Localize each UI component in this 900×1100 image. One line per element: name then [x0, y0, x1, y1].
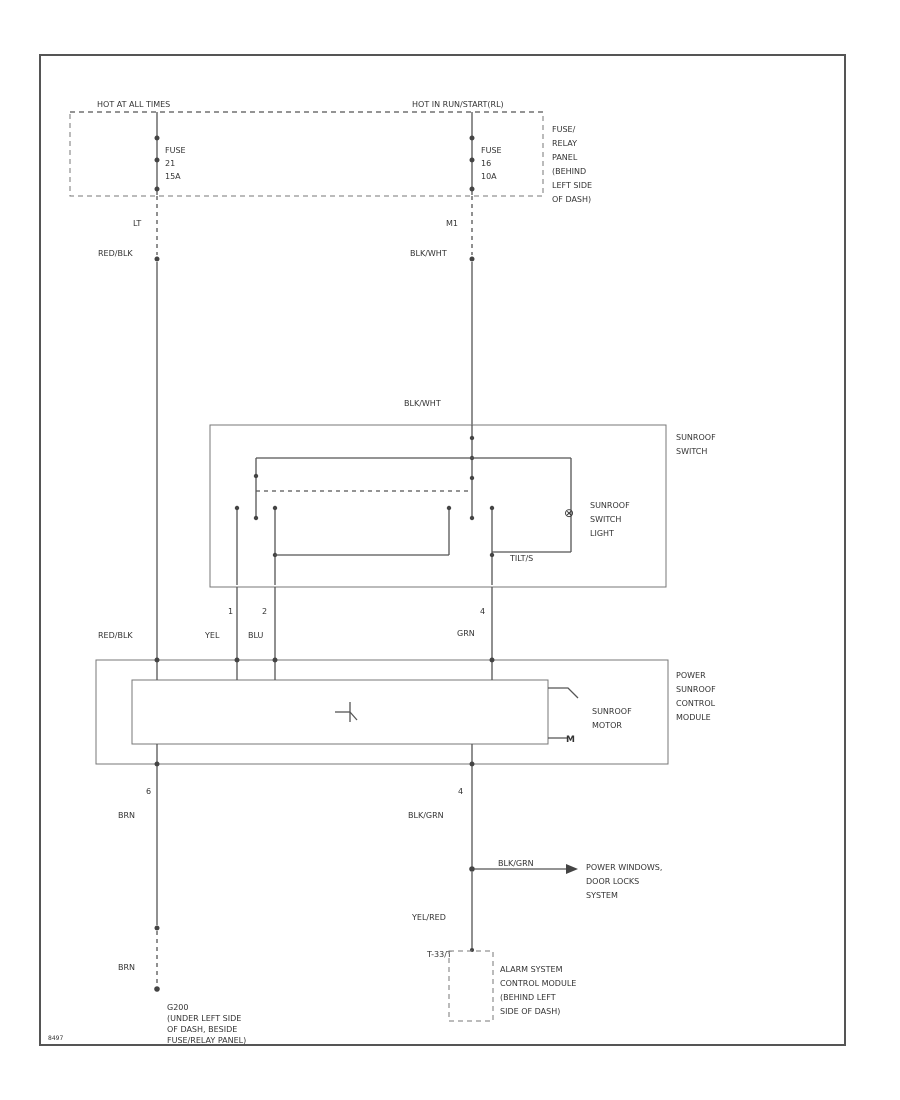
module-pins [154, 657, 495, 767]
yel-label: YEL [204, 631, 220, 640]
svg-text:RELAY: RELAY [552, 139, 577, 148]
svg-text:SWITCH: SWITCH [676, 447, 707, 456]
switch-light-lamp-icon: ⊗ [564, 506, 574, 520]
brn-top-label: BRN [118, 811, 135, 820]
fuse-16: FUSE 16 10A [469, 112, 502, 195]
control-module-label: POWER SUNROOF CONTROL MODULE [676, 671, 716, 722]
red-blk-module-label: RED/BLK [98, 631, 133, 640]
blk-wht-top-label: BLK/WHT [410, 249, 447, 258]
svg-text:OF DASH, BESIDE: OF DASH, BESIDE [167, 1025, 237, 1034]
svg-text:SIDE OF DASH): SIDE OF DASH) [500, 1007, 560, 1016]
svg-text:SWITCH: SWITCH [590, 515, 621, 524]
svg-text:SUNROOF: SUNROOF [676, 433, 716, 442]
svg-text:SYSTEM: SYSTEM [586, 891, 618, 900]
fuse-panel-label: FUSE/ RELAY PANEL (BEHIND LEFT SIDE OF D… [552, 125, 592, 204]
alarm-module-box [448, 950, 494, 1022]
svg-text:FUSE: FUSE [165, 146, 186, 155]
module-logic-icon [335, 702, 358, 722]
brn-splice [154, 925, 160, 931]
power-windows-arrow-icon [566, 864, 578, 874]
blk-wht-switch-label: BLK/WHT [404, 399, 441, 408]
pin-6-label: 6 [146, 787, 151, 796]
pin-4-label: 4 [480, 607, 485, 616]
sunroof-motor-box [131, 679, 549, 745]
svg-text:10A: 10A [481, 172, 497, 181]
svg-text:FUSE/RELAY PANEL): FUSE/RELAY PANEL) [167, 1036, 246, 1045]
pin-2-label: 2 [262, 607, 267, 616]
hot-in-run-label: HOT IN RUN/START(RL) [412, 100, 504, 109]
figure-id: 8497 [48, 1035, 63, 1042]
svg-text:SUNROOF: SUNROOF [590, 501, 630, 510]
svg-text:DOOR LOCKS: DOOR LOCKS [586, 877, 639, 886]
svg-text:CONTROL MODULE: CONTROL MODULE [500, 979, 576, 988]
blk-grn-label: BLK/GRN [408, 811, 444, 820]
blk-wht-splice [469, 256, 475, 262]
ground-label: G200 (UNDER LEFT SIDE OF DASH, BESIDE FU… [167, 1003, 246, 1045]
alarm-pin-label: T-33/T [426, 950, 452, 959]
svg-text:21: 21 [165, 159, 175, 168]
blu-label: BLU [248, 631, 264, 640]
svg-text:LEFT SIDE: LEFT SIDE [552, 181, 592, 190]
diagram-border [39, 54, 846, 1046]
svg-text:FUSE/: FUSE/ [552, 125, 576, 134]
svg-text:SUNROOF: SUNROOF [592, 707, 632, 716]
red-blk-top-label: RED/BLK [98, 249, 133, 258]
motor-limit-arrow [548, 687, 579, 739]
grn-label: GRN [457, 629, 475, 638]
svg-text:(BEHIND: (BEHIND [552, 167, 586, 176]
blk-grn-splice [469, 866, 475, 872]
brn-bot-label: BRN [118, 963, 135, 972]
svg-text:PANEL: PANEL [552, 153, 578, 162]
connector-lt-label: LT [133, 219, 141, 228]
blk-grn-branch-label: BLK/GRN [498, 859, 534, 868]
switch-light-label: SUNROOF SWITCH LIGHT [590, 501, 630, 538]
power-windows-label: POWER WINDOWS, DOOR LOCKS SYSTEM [586, 863, 662, 900]
fuse-21: FUSE 21 15A [154, 112, 186, 195]
svg-text:POWER: POWER [676, 671, 706, 680]
sunroof-switch-label: SUNROOF SWITCH [676, 433, 716, 456]
svg-text:MOTOR: MOTOR [592, 721, 622, 730]
svg-text:15A: 15A [165, 172, 181, 181]
svg-text:G200: G200 [167, 1003, 188, 1012]
svg-text:SUNROOF: SUNROOF [676, 685, 716, 694]
yel-red-label: YEL/RED [411, 913, 446, 922]
ground-g200 [154, 986, 160, 992]
connector-m1-label: M1 [446, 219, 458, 228]
sunroof-switch-box [209, 424, 667, 588]
svg-text:ALARM SYSTEM: ALARM SYSTEM [500, 965, 563, 974]
svg-text:POWER WINDOWS,: POWER WINDOWS, [586, 863, 662, 872]
control-module-box [95, 659, 669, 765]
svg-text:FUSE: FUSE [481, 146, 502, 155]
sunroof-motor-label: SUNROOF MOTOR [592, 707, 632, 730]
svg-text:(UNDER LEFT SIDE: (UNDER LEFT SIDE [167, 1014, 241, 1023]
pin-1-label: 1 [228, 607, 233, 616]
pin-4-bottom-label: 4 [458, 787, 463, 796]
motor-icon: M [566, 735, 575, 745]
svg-text:MODULE: MODULE [676, 713, 711, 722]
switch-internal-circuit [234, 425, 572, 585]
svg-text:CONTROL: CONTROL [676, 699, 716, 708]
svg-text:OF DASH): OF DASH) [552, 195, 591, 204]
alarm-module-label: ALARM SYSTEM CONTROL MODULE (BEHIND LEFT… [500, 965, 576, 1016]
svg-text:(BEHIND LEFT: (BEHIND LEFT [500, 993, 556, 1002]
red-blk-splice [154, 256, 160, 262]
svg-text:LIGHT: LIGHT [590, 529, 614, 538]
svg-text:16: 16 [481, 159, 491, 168]
hot-at-all-times-label: HOT AT ALL TIMES [97, 100, 170, 109]
switch-tilt-label: TILT/S [509, 554, 533, 563]
